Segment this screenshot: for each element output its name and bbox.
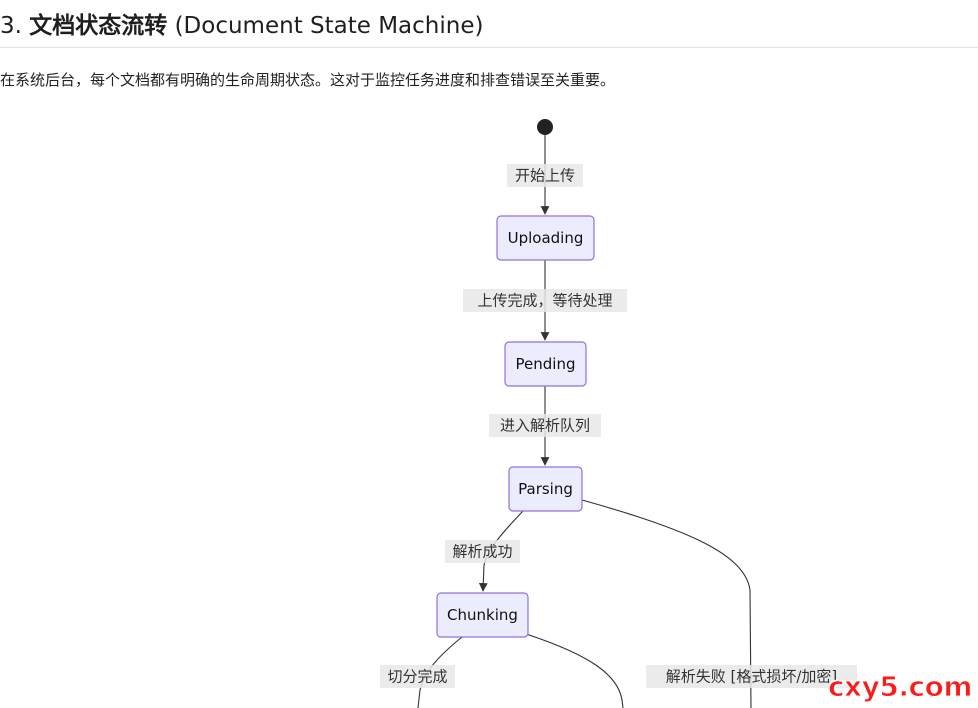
state-pending-label: Pending xyxy=(516,355,576,373)
section-title-en: (Document State Machine) xyxy=(174,13,484,39)
transition-upload-done: 上传完成，等待处理 xyxy=(463,289,627,312)
intro-paragraph: 在系统后台，每个文档都有明确的生命周期状态。这对于监控任务进度和排查错误至关重要… xyxy=(0,71,616,89)
transition-parse-fail: 解析失败 [格式损坏/加密] xyxy=(646,665,857,688)
transition-chunk-done-label: 切分完成 xyxy=(387,668,447,686)
start-state-dot xyxy=(537,119,553,135)
state-uploading-label: Uploading xyxy=(508,229,584,247)
transition-start-upload-label: 开始上传 xyxy=(515,167,575,185)
transition-parse-fail-label: 解析失败 [格式损坏/加密] xyxy=(666,668,838,686)
transition-chunk-done: 切分完成 xyxy=(380,665,455,688)
section-number: 3. xyxy=(0,13,22,39)
section-title-cn: 文档状态流转 xyxy=(29,13,168,39)
transition-enter-queue: 进入解析队列 xyxy=(489,414,601,437)
state-parsing: Parsing xyxy=(508,466,583,512)
edge-chunking-other xyxy=(525,633,624,708)
section-heading: 3. 文档状态流转 (Document State Machine) xyxy=(0,6,483,46)
transition-upload-done-label: 上传完成，等待处理 xyxy=(477,292,612,310)
transition-start-upload: 开始上传 xyxy=(507,164,583,187)
transition-parse-success: 解析成功 xyxy=(445,540,520,563)
state-uploading: Uploading xyxy=(496,215,595,261)
transition-parse-success-label: 解析成功 xyxy=(452,543,512,561)
watermark-logo: cxy5.com xyxy=(827,670,973,704)
edge-parsing-fail xyxy=(581,499,752,708)
transition-enter-queue-label: 进入解析队列 xyxy=(500,417,590,435)
state-pending: Pending xyxy=(504,341,587,387)
state-chunking: Chunking xyxy=(436,592,529,638)
state-chunking-label: Chunking xyxy=(447,606,518,624)
state-parsing-label: Parsing xyxy=(518,480,573,498)
heading-divider xyxy=(0,47,978,48)
